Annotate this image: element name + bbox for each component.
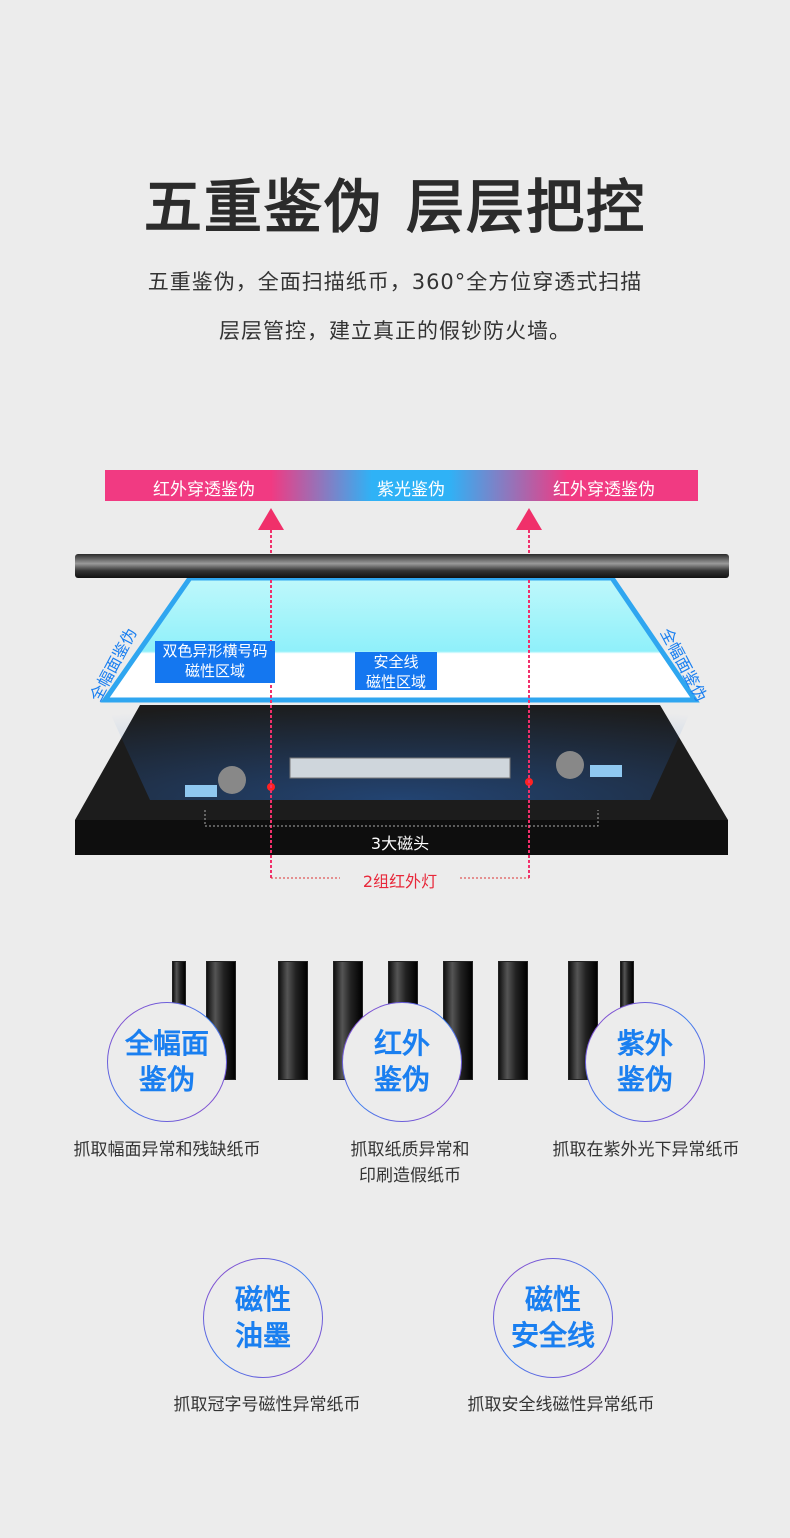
label-line: 磁性区域 <box>184 662 245 680</box>
feature-title: 全幅面 <box>124 1027 209 1060</box>
feature-title: 磁性 <box>524 1283 581 1316</box>
detection-banner: 红外穿透鉴伪 紫光鉴伪 红外穿透鉴伪 <box>105 470 698 501</box>
feature-title: 油墨 <box>234 1319 291 1352</box>
roller-shaft <box>75 554 729 578</box>
caption-line: 抓取在紫外光下异常纸币 <box>552 1140 740 1160</box>
feature-caption: 抓取幅面异常和残缺纸币 <box>47 1137 287 1163</box>
feature-caption: 抓取冠字号磁性异常纸币 <box>147 1392 387 1418</box>
roller <box>498 961 528 1080</box>
banner-label-infrared-right: 红外穿透鉴伪 <box>553 480 655 500</box>
caption-line: 抓取纸质异常和 <box>350 1140 470 1160</box>
feature-title: 安全线 <box>510 1319 595 1352</box>
feature-title: 鉴伪 <box>616 1063 673 1096</box>
feature-caption: 抓取纸质异常和印刷造假纸币 <box>290 1137 530 1189</box>
roller <box>278 961 308 1080</box>
label-line: 双色异形横号码 <box>162 642 268 660</box>
caption-line: 抓取安全线磁性异常纸币 <box>467 1395 655 1415</box>
feature-infrared: 红外鉴伪 <box>342 1002 462 1122</box>
subtitle-line-2: 层层管控，建立真正的假钞防火墙。 <box>219 319 571 343</box>
caption-line: 印刷造假纸币 <box>359 1166 461 1186</box>
feature-caption: 抓取在紫外光下异常纸币 <box>526 1137 766 1163</box>
magnetic-heads-label: 3大磁头 <box>370 834 430 853</box>
feature-magnetic-thread: 磁性安全线 <box>493 1258 613 1378</box>
caption-line: 抓取冠字号磁性异常纸币 <box>173 1395 361 1415</box>
infrared-lights-label: 2组红外灯 <box>362 872 438 891</box>
feature-full-surface: 全幅面鉴伪 <box>107 1002 227 1122</box>
thread-magnetic-label: 安全线 磁性区域 <box>355 652 437 691</box>
feature-title: 紫外 <box>616 1027 673 1060</box>
feature-uv: 紫外鉴伪 <box>585 1002 705 1122</box>
label-line: 安全线 <box>373 653 419 671</box>
feature-title: 鉴伪 <box>138 1063 195 1096</box>
page-title: 五重鉴伪 层层把控 <box>143 173 647 241</box>
label-line: 磁性区域 <box>365 673 426 691</box>
scanner-illustration: 红外穿透鉴伪 紫光鉴伪 红外穿透鉴伪 双色异形横号码 磁性区域 安全线 磁性区域… <box>0 460 790 1080</box>
feature-magnetic-ink: 磁性油墨 <box>203 1258 323 1378</box>
feature-title: 磁性 <box>234 1283 291 1316</box>
caption-line: 抓取幅面异常和残缺纸币 <box>73 1140 261 1160</box>
feature-title: 鉴伪 <box>373 1063 430 1096</box>
subtitle-line-1: 五重鉴伪，全面扫描纸币，360°全方位穿透式扫描 <box>147 270 643 294</box>
banner-label-infrared-left: 红外穿透鉴伪 <box>153 480 255 500</box>
feature-title: 红外 <box>373 1027 430 1060</box>
feature-caption: 抓取安全线磁性异常纸币 <box>441 1392 681 1418</box>
banner-label-uv: 紫光鉴伪 <box>377 480 445 500</box>
serial-magnetic-label: 双色异形横号码 磁性区域 <box>155 641 275 683</box>
